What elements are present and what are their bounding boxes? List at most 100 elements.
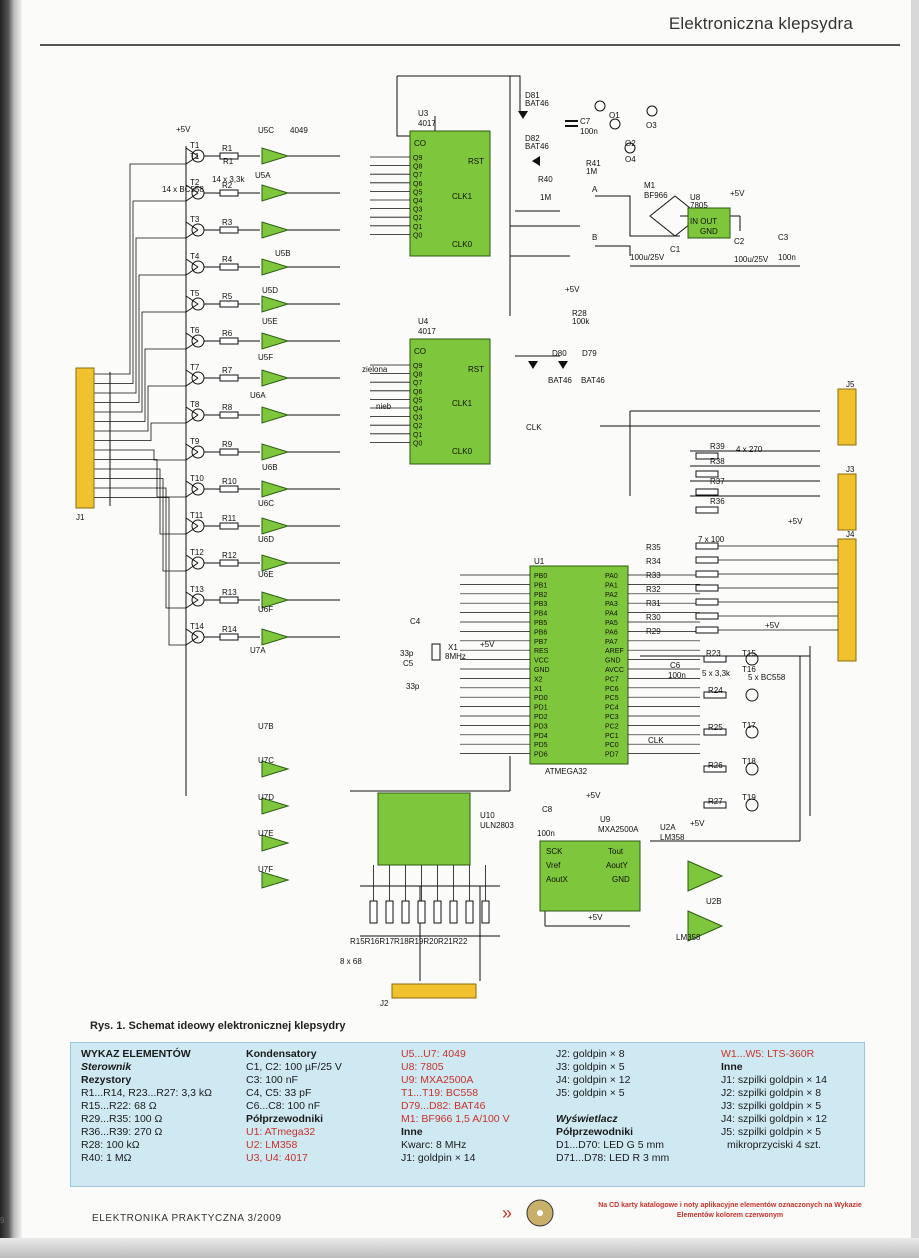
label-u9-part: MXA2500A <box>598 825 639 834</box>
u1-pin-right: PC0 <box>605 742 619 749</box>
header-rule <box>40 44 900 46</box>
label-u2a: U2A <box>660 823 676 832</box>
resistor <box>703 655 727 663</box>
resistor-label: R7 <box>222 366 233 375</box>
u3-co: CO <box>414 139 426 148</box>
label-r39: R39 <box>710 442 725 451</box>
u3-output: Q8 <box>413 164 422 171</box>
label-c7: C7 <box>580 117 591 126</box>
parts-entry: Rezystory <box>81 1074 132 1086</box>
label-d80: D80 <box>552 349 567 358</box>
u3-output: Q9 <box>413 155 422 162</box>
transistor-label: T2 <box>190 178 200 187</box>
parts-entry: R1...R14, R23...R27: 3,3 kΩ <box>81 1087 212 1099</box>
parts-entry: J4: szpilki goldpin × 12 <box>721 1113 827 1125</box>
label-c2: C2 <box>734 237 745 246</box>
transistor-label: T8 <box>190 400 200 409</box>
label-nieb: nieb <box>376 402 392 411</box>
label-r1: R1 <box>223 157 234 166</box>
parts-entry: T1...T19: BC558 <box>401 1087 479 1099</box>
u4-output: Q3 <box>413 415 422 422</box>
label-d81: D81 <box>525 91 540 100</box>
u1-pin-left: VCC <box>534 658 549 665</box>
parts-entry: Inne <box>401 1126 423 1138</box>
label-4049-a: 4049 <box>290 126 308 135</box>
u1-pin-right: PA7 <box>605 639 618 646</box>
label-u5b: U5B <box>275 249 291 258</box>
label-j1: J1 <box>76 513 85 522</box>
resistor <box>481 900 490 924</box>
label-t19: T19 <box>742 793 756 802</box>
inverter-buffer <box>261 258 290 276</box>
u1-pin-left: X2 <box>534 676 543 683</box>
parts-entry: J5: szpilki goldpin × 5 <box>721 1126 822 1138</box>
label-c4: C4 <box>410 617 421 626</box>
resistor-label: R14 <box>222 625 237 634</box>
label-u10: U10 <box>480 811 495 820</box>
u1-pin-right: PC1 <box>605 733 619 740</box>
inverter-buffer <box>261 591 290 609</box>
label-r25: R25 <box>708 723 723 732</box>
u9-aouty: AoutY <box>606 861 628 870</box>
inverter-buffer <box>261 406 290 424</box>
u4-output: Q8 <box>413 372 422 379</box>
label-r28: R28 <box>572 309 587 318</box>
u3-rst: RST <box>468 157 484 166</box>
label-u5d: U5D <box>262 286 278 295</box>
resistor <box>703 765 727 773</box>
parts-entry: U9: MXA2500A <box>401 1074 474 1086</box>
transistor <box>745 798 759 812</box>
label-o3: O3 <box>646 121 657 130</box>
label-u5c: U5C <box>258 126 274 135</box>
label-u7b: U7B <box>258 722 274 731</box>
label-u3-part: 4017 <box>418 119 436 128</box>
parts-entry: C1, C2: 100 µF/25 V <box>246 1061 342 1073</box>
inverter-buffer <box>261 295 290 313</box>
label-u3: U3 <box>418 109 429 118</box>
label-x1: X1 <box>448 643 458 652</box>
resistor <box>695 556 719 564</box>
u1-pin-left: PB5 <box>534 620 547 627</box>
label-j5: J5 <box>846 380 855 389</box>
resistor <box>695 452 719 460</box>
u1-pin-right: PA3 <box>605 601 618 608</box>
inverter-buffer <box>261 628 290 646</box>
resistor <box>433 900 442 924</box>
u1-pin-right: PC6 <box>605 686 619 693</box>
transistor-label: T7 <box>190 363 200 372</box>
u1-pin-right: PC4 <box>605 705 619 712</box>
resistor <box>465 900 474 924</box>
label-r34: R34 <box>646 557 661 566</box>
u4-output: Q5 <box>413 397 422 404</box>
u4-output: Q1 <box>413 432 422 439</box>
label-r35-val: 7 x 100 <box>698 535 725 544</box>
inverter-buffer <box>261 834 290 852</box>
parts-entry: Inne <box>721 1061 743 1073</box>
page-bottom-edge <box>0 1238 919 1258</box>
parts-entry: U2: LM358 <box>246 1139 298 1151</box>
label-u6b: U6B <box>262 463 278 472</box>
resistor-label: R10 <box>222 477 237 486</box>
u1-pin-left: PD1 <box>534 705 548 712</box>
resistor <box>695 598 719 606</box>
label-r40: R40 <box>538 175 553 184</box>
transistor <box>745 652 759 666</box>
resistor <box>695 626 719 634</box>
inverter-buffer <box>261 554 290 572</box>
parts-entry: R29...R35: 100 Ω <box>81 1113 163 1125</box>
parts-entry: Kwarc: 8 MHz <box>401 1139 467 1151</box>
parts-entry: U1: ATmega32 <box>246 1126 316 1138</box>
parts-entry: U5...U7: 4049 <box>401 1048 466 1060</box>
inverter-buffer <box>261 369 290 387</box>
transistor-label: T6 <box>190 326 200 335</box>
label-c8-val: 100n <box>537 829 555 838</box>
label-u8-supply: +5V <box>730 189 745 198</box>
u1-pin-right: PC5 <box>605 695 619 702</box>
u1-pin-right: PA5 <box>605 620 618 627</box>
label-u2a-supply: +5V <box>690 819 705 828</box>
transistor-label: T9 <box>190 437 200 446</box>
u4-output: Q0 <box>413 440 422 447</box>
parts-entry: C4, C5: 33 pF <box>246 1087 312 1099</box>
